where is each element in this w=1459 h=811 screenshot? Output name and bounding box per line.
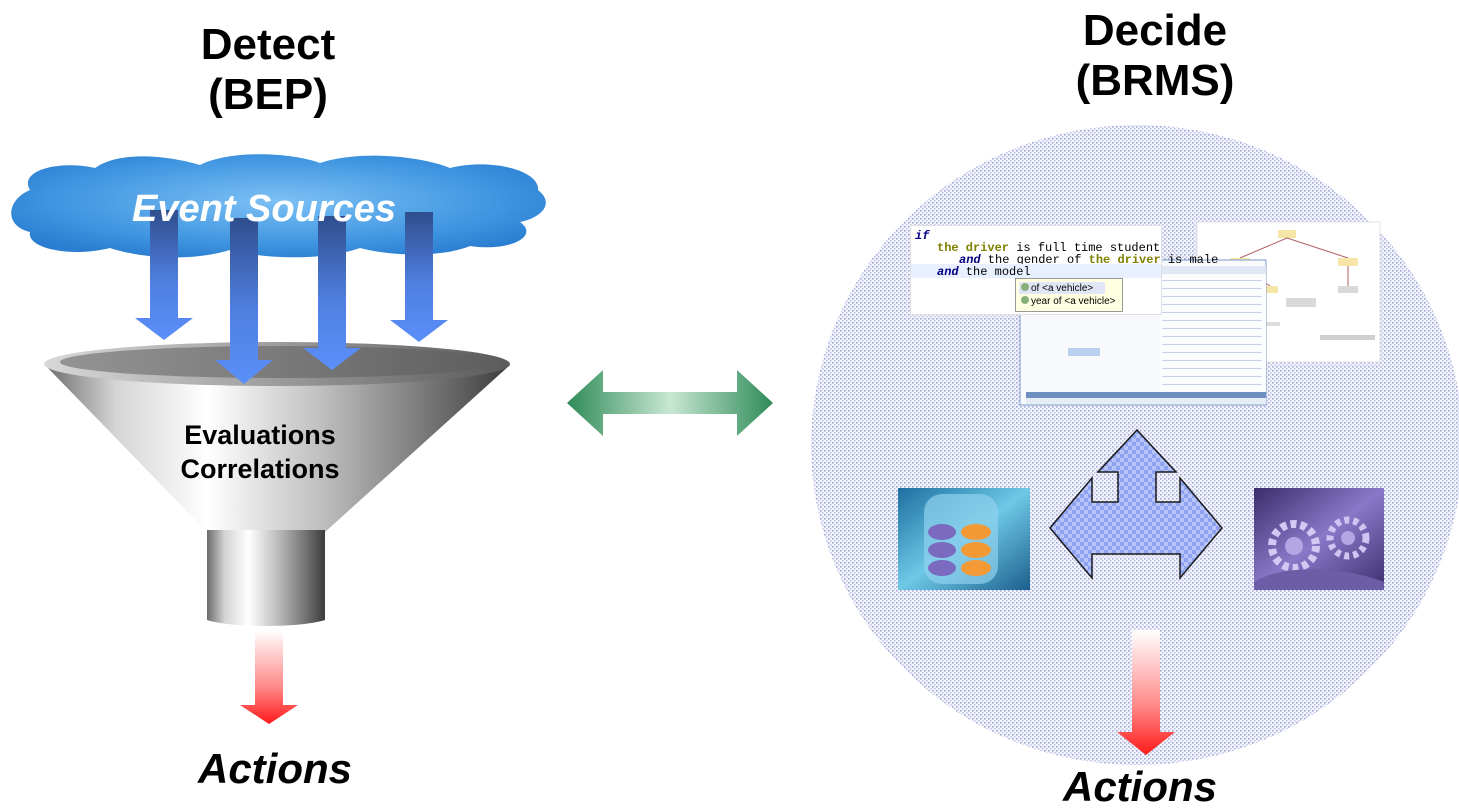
event-sources-label: Event Sources xyxy=(132,188,396,230)
funnel-opening xyxy=(60,346,500,378)
rule-text: the gender of xyxy=(980,253,1089,267)
bep-funnel-diagram xyxy=(11,154,546,724)
decide-heading-line1: Decide xyxy=(1082,6,1228,55)
blue-arrow-4 xyxy=(390,212,448,342)
rule-line-3: and the gender of the driver is male xyxy=(959,253,1218,267)
funnel-label-correlations: Correlations xyxy=(180,454,340,484)
suggestion-icon xyxy=(1021,296,1029,304)
rule-line-4-highlight xyxy=(911,264,1161,278)
detect-heading-line1: Detect xyxy=(200,20,336,69)
rule-keyword-and: and xyxy=(937,265,959,279)
rule-var-driver: the driver xyxy=(937,241,1010,255)
rule-line-1: if xyxy=(915,229,929,243)
decide-heading: Decide (BRMS) xyxy=(1040,6,1270,106)
bidirectional-arrow xyxy=(567,370,773,436)
decide-heading-line2: (BRMS) xyxy=(1075,56,1235,105)
green-double-arrow-icon xyxy=(567,370,773,436)
funnel-spout xyxy=(207,530,325,626)
autocomplete-item-2-label: year of <a vehicle> xyxy=(1031,296,1116,307)
autocomplete-item-2[interactable]: year of <a vehicle> xyxy=(1021,296,1116,307)
actions-label-left: Actions xyxy=(197,745,352,792)
rule-keyword-if: if xyxy=(915,229,930,243)
rule-var-driver: the driver xyxy=(1088,253,1161,267)
autocomplete-item-1[interactable]: of <a vehicle> xyxy=(1021,283,1093,294)
funnel-label-evaluations: Evaluations xyxy=(184,420,336,450)
actions-label-right: Actions xyxy=(1062,763,1217,810)
rule-text: the model xyxy=(958,265,1031,279)
detect-heading: Detect (BEP) xyxy=(163,20,373,120)
autocomplete-item-1-label: of <a vehicle> xyxy=(1031,283,1094,294)
three-way-arrow-icon xyxy=(1049,428,1223,581)
gears-icon xyxy=(1254,488,1384,590)
rule-keyword-and: and xyxy=(959,253,981,267)
blue-arrow-1 xyxy=(135,210,193,340)
rule-line-2: the driver is full time student xyxy=(937,241,1160,255)
blue-arrow-2 xyxy=(215,218,273,384)
rule-text: is male xyxy=(1160,253,1219,267)
autocomplete-popup[interactable]: of <a vehicle> year of <a vehicle> xyxy=(1015,278,1123,312)
detect-heading-line2: (BEP) xyxy=(208,70,328,119)
rule-line-4: and the model xyxy=(937,265,1031,279)
database-icon xyxy=(898,488,1030,590)
red-output-arrow-right xyxy=(1117,630,1175,755)
brms-circle-diagram xyxy=(811,125,1459,765)
suggestion-icon xyxy=(1021,283,1029,291)
rule-editor-panel: if the driver is full time student and t… xyxy=(910,225,1218,315)
rule-text: is full time student xyxy=(1009,241,1161,255)
red-output-arrow-left xyxy=(240,630,298,724)
funnel-labels: Evaluations Correlations xyxy=(160,418,360,486)
autocomplete-selection xyxy=(1019,282,1105,294)
blue-arrow-3 xyxy=(303,216,361,370)
funnel-cone xyxy=(45,344,510,532)
